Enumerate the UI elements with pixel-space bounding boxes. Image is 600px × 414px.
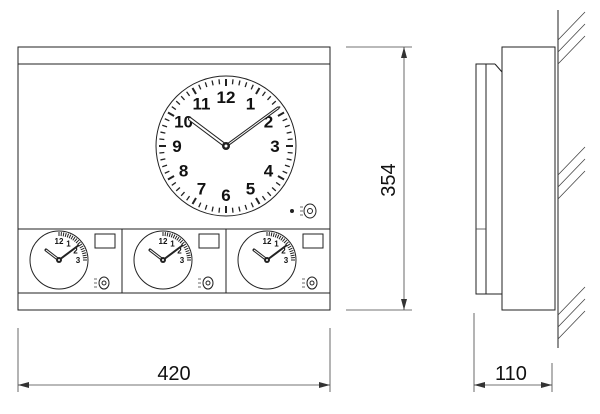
clock-numeral: 6 [221, 186, 230, 205]
sub-clock-numeral: 2 [73, 247, 78, 256]
height-value: 354 [378, 163, 400, 196]
sub-clock-numeral: 1 [274, 240, 279, 249]
sub-clock-numeral: 2 [281, 247, 286, 256]
sub-adjust-knob-icon [302, 276, 318, 290]
depth-dimension: 110 [473, 313, 553, 392]
sub-clock-numeral: 3 [76, 256, 81, 265]
clock-numeral: 1 [246, 95, 255, 114]
sub-clock-numeral: 3 [284, 256, 289, 265]
sub-clock-numeral: 2 [177, 247, 182, 256]
clock-numeral: 9 [172, 137, 181, 156]
sub-clock-numeral: 3 [180, 256, 185, 265]
clock-numeral: 5 [246, 179, 255, 198]
sub-display-window [94, 233, 116, 249]
depth-value: 110 [495, 363, 527, 385]
status-led-icon [290, 209, 294, 213]
width-value: 420 [157, 363, 190, 385]
side-housing [501, 46, 556, 311]
wall-hatching [557, 11, 586, 340]
clock-numeral: 2 [264, 113, 273, 132]
sub-adjust-knob-icon [198, 276, 214, 290]
clock-housing-outline [17, 46, 331, 311]
sub-clock-numeral: 12 [263, 237, 272, 246]
sub-clock-numeral: 12 [159, 237, 168, 246]
clock-numeral: 12 [217, 88, 236, 107]
side-front-panel [475, 63, 487, 295]
sub-adjust-knob-icon [94, 276, 110, 290]
side-view [475, 10, 586, 348]
sub-clock-numeral: 12 [55, 237, 64, 246]
sub-display-window [198, 233, 220, 249]
clock-numeral: 7 [197, 179, 206, 198]
sub-display-window [302, 233, 324, 249]
clock-numeral: 4 [264, 162, 274, 181]
width-dimension: 420 [17, 328, 331, 392]
clock-numeral: 8 [179, 162, 188, 181]
height-dimension: 354 [346, 46, 412, 311]
clock-numeral: 3 [270, 137, 279, 156]
adjust-knob-icon [300, 203, 317, 219]
sub-clock-numeral: 1 [66, 240, 71, 249]
clock-numeral: 11 [193, 95, 211, 114]
clock-numeral: 10 [174, 113, 193, 132]
sub-clock-numeral: 1 [170, 240, 175, 249]
